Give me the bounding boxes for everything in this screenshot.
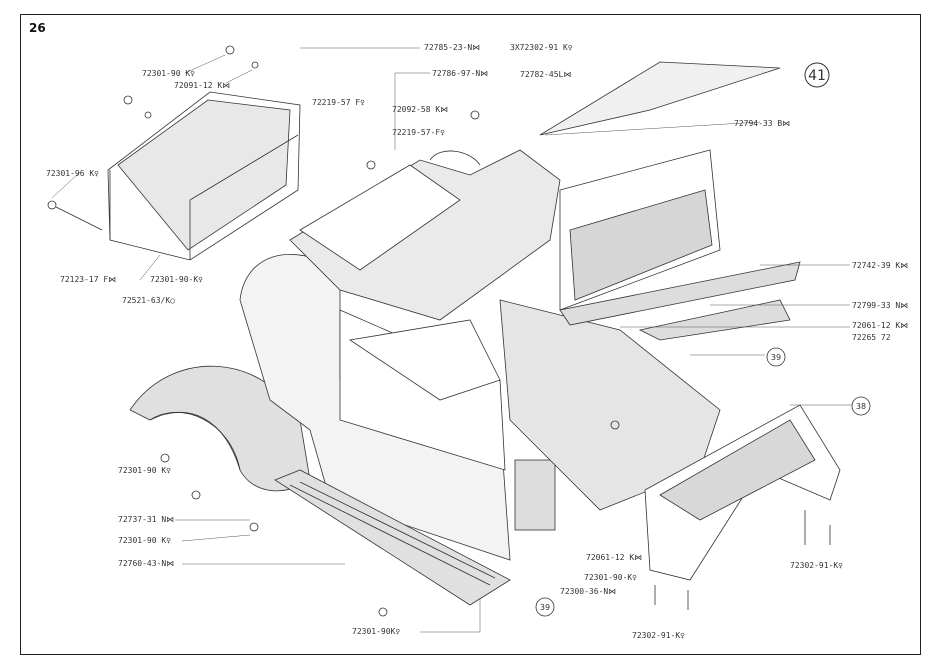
part-label: 72737-31 N⋈ — [118, 515, 174, 524]
svg-text:38: 38 — [856, 402, 866, 411]
part-label: 72302-91-K♀ — [632, 631, 685, 640]
part-label: 72092-58 K⋈ — [392, 105, 448, 114]
storage-box — [107, 91, 301, 261]
part-label: 72301-90-K♀ — [150, 275, 203, 284]
part-label: 72301-90K♀ — [352, 627, 400, 636]
part-label: 72302-91-K♀ — [790, 561, 843, 570]
part-label: 72301-90 K♀ — [142, 69, 195, 78]
part-label: 72785-23-N⋈ — [424, 43, 480, 52]
assembly-callout-41: 41 — [804, 62, 830, 88]
sill-cover — [539, 61, 781, 136]
part-label: 72760-43-N⋈ — [118, 559, 174, 568]
seat-assembly — [289, 149, 561, 321]
part-label: 72265 72 — [852, 333, 891, 342]
part-label: 72799-33 N⋈ — [852, 301, 908, 310]
svg-text:41: 41 — [808, 68, 826, 84]
ref-callout-a: 39 — [766, 347, 786, 367]
part-label: 3X72302-91 K♀ — [510, 43, 573, 52]
part-labels: 72301-90 K♀ 72091-12 K⋈ 72301-96 K♀ 7212… — [46, 43, 908, 640]
part-label: 72742-39 K⋈ — [852, 261, 908, 270]
part-label: 72301-96 K♀ — [46, 169, 99, 178]
svg-text:39: 39 — [540, 603, 550, 612]
part-label: 72061-12 K⋈ — [586, 553, 642, 562]
svg-text:39: 39 — [771, 353, 781, 362]
part-label: 72301-90-K♀ — [584, 573, 637, 582]
screws — [47, 45, 831, 617]
running-board — [274, 469, 511, 606]
part-label: 72782-45L⋈ — [520, 70, 571, 79]
part-label: 72300-36-N⋈ — [560, 587, 616, 596]
page-number: 26 — [29, 21, 46, 35]
ref-callout-b: 38 — [851, 396, 871, 416]
part-label: 72061-12 K⋈ — [852, 321, 908, 330]
rear-fender — [129, 365, 311, 492]
front-frame — [644, 404, 841, 581]
trim-strips — [559, 261, 801, 341]
part-label: 72219-57-F♀ — [392, 128, 445, 137]
part-label: 72091-12 K⋈ — [174, 81, 230, 90]
part-label: 72123-17 F⋈ — [60, 275, 116, 284]
part-label: 72301-90 K♀ — [118, 536, 171, 545]
part-label: 72219-57 F♀ — [312, 98, 365, 107]
part-label: 72301-90 K♀ — [118, 466, 171, 475]
leader-lines — [51, 47, 852, 633]
page-frame: 26 — [20, 14, 921, 655]
part-label: 72521-63/K○ — [122, 296, 175, 305]
part-label: 72786-97-N⋈ — [432, 69, 488, 78]
ref-callout-c: 39 — [535, 597, 555, 617]
door-panel — [559, 149, 721, 311]
part-label: 72794-33 B⋈ — [734, 119, 790, 128]
